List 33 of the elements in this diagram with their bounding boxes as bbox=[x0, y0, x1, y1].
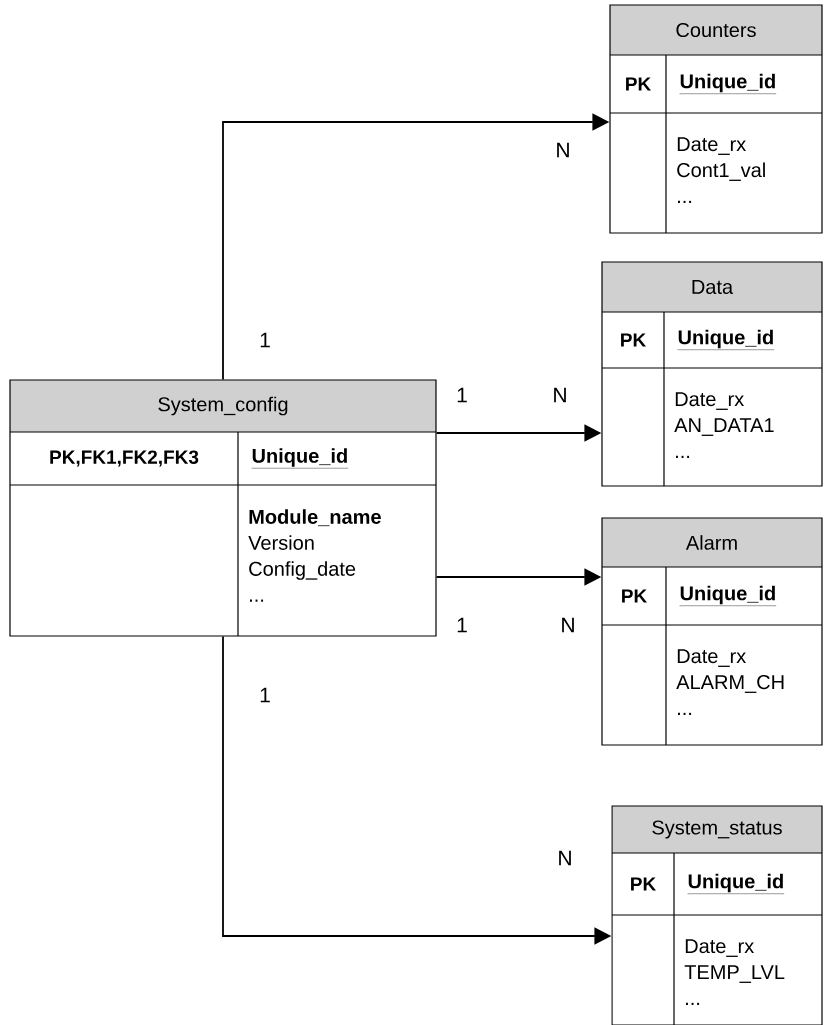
table-title: System_config bbox=[158, 396, 288, 416]
entity-table bbox=[601, 517, 823, 746]
entity-table bbox=[611, 805, 823, 1025]
key-label: PK bbox=[626, 77, 651, 91]
key-label: PK bbox=[621, 333, 646, 347]
cardinality-label: 1 bbox=[260, 687, 270, 703]
entity-table bbox=[9, 379, 437, 637]
key-field: Unique_id bbox=[677, 329, 775, 350]
cardinality-label: N bbox=[557, 142, 569, 158]
key-field: Unique_id bbox=[679, 73, 777, 94]
key-label: PK bbox=[622, 589, 647, 603]
cardinality-label: N bbox=[559, 850, 571, 866]
entity-table bbox=[609, 4, 823, 234]
table-title: Data bbox=[692, 280, 734, 294]
cardinality-label: 1 bbox=[457, 387, 467, 403]
key-field: Unique_id bbox=[679, 585, 777, 606]
key-field: Unique_id bbox=[687, 873, 785, 894]
cardinality-label: 1 bbox=[260, 332, 270, 348]
table-title: System_status bbox=[652, 820, 782, 839]
field-list: Date_rx ALARM_CH ... bbox=[676, 649, 784, 715]
field-list: Date_rx Cont1_val ... bbox=[677, 137, 765, 203]
field-list: Module_name Version Config_date ... bbox=[248, 509, 381, 602]
key-field: Unique_id bbox=[251, 448, 349, 469]
key-label: PK,FK1,FK2,FK3 bbox=[50, 450, 199, 467]
table-title: Alarm bbox=[685, 535, 737, 550]
cardinality-label: 1 bbox=[457, 617, 467, 633]
field-list: Date_rx TEMP_LVL ... bbox=[684, 939, 785, 1005]
key-label: PK bbox=[631, 877, 656, 891]
table-title: Counters bbox=[676, 22, 756, 38]
cardinality-label: N bbox=[554, 387, 566, 403]
entity-table bbox=[601, 261, 823, 487]
field-list: Date_rx AN_DATA1 ... bbox=[674, 392, 774, 458]
cardinality-label: N bbox=[562, 617, 574, 633]
